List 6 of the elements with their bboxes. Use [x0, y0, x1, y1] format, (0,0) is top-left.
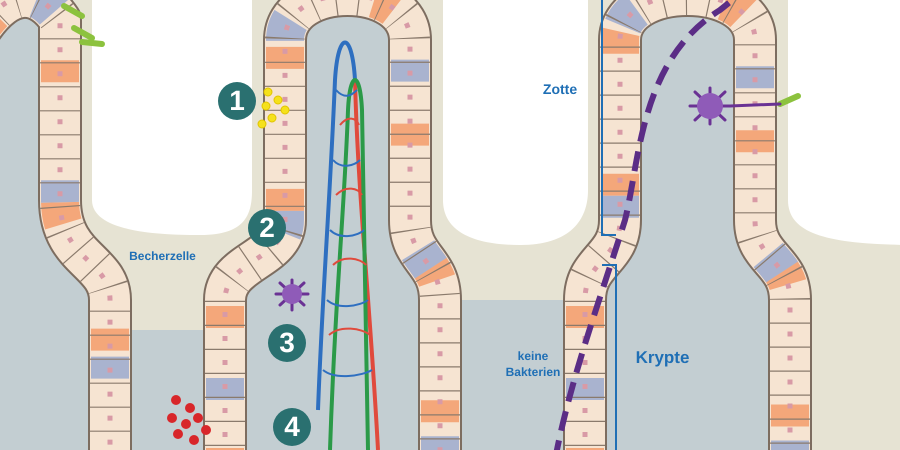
region-label: Zotte: [542, 80, 578, 98]
region-label: Krypte: [634, 347, 690, 369]
region-label: keine Bakterien: [504, 348, 562, 380]
region-label: Becherzelle: [128, 248, 197, 264]
callout-number: 3: [268, 324, 306, 362]
callout-number: 4: [273, 408, 311, 446]
